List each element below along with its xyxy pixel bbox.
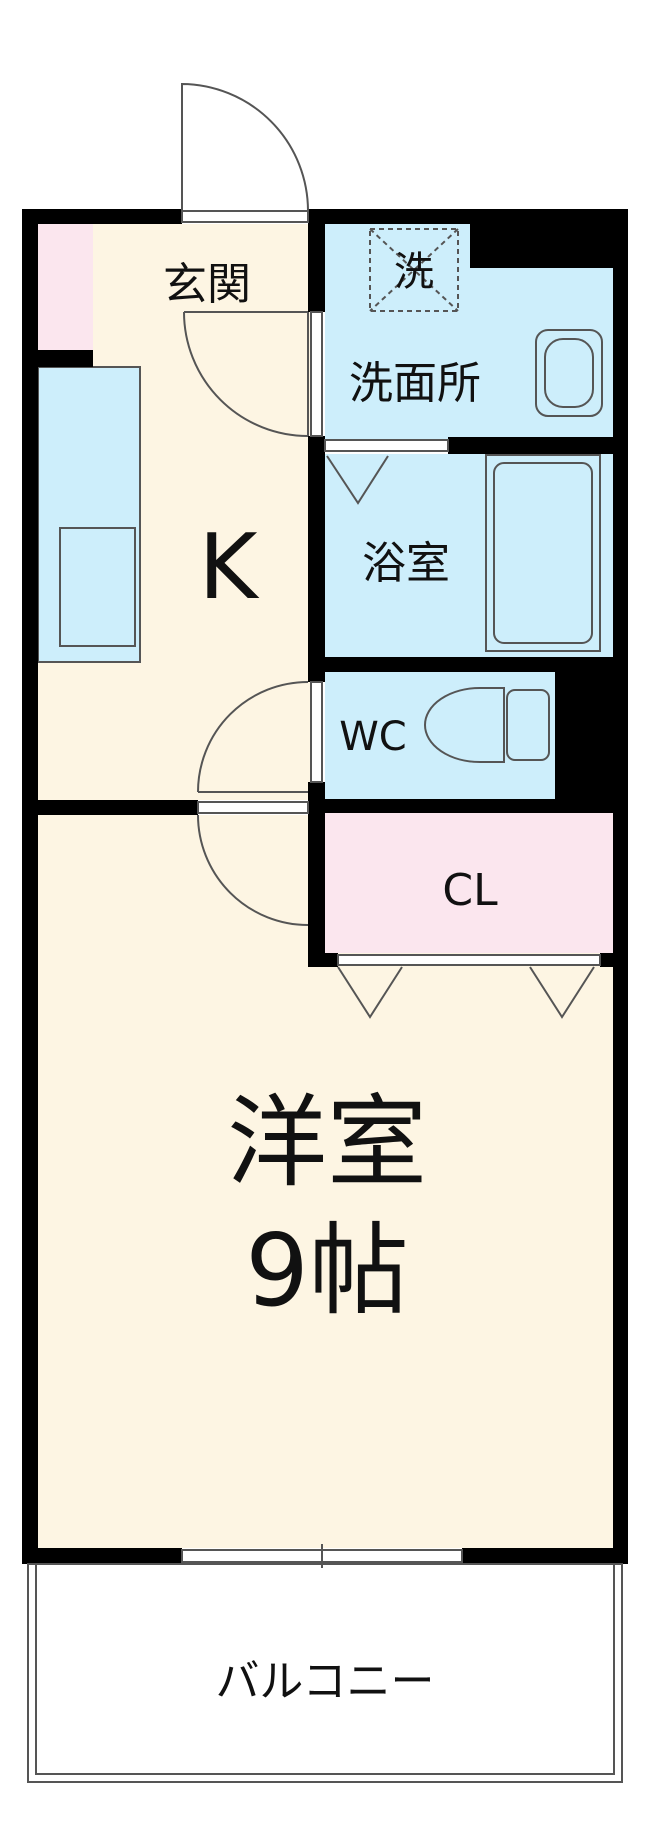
kitchen-counter-top (37, 366, 141, 663)
wc-floor (325, 672, 555, 799)
balcony-label: バルコニー (215, 1656, 434, 1707)
kitchen-counter (37, 366, 141, 663)
front-door-frame (181, 210, 309, 223)
wall-bottom-right (462, 1548, 628, 1564)
western-room-size: 9帖 (245, 1212, 409, 1329)
wc-label: WC (339, 714, 406, 760)
closet-door-mark-left (337, 966, 403, 1019)
washer-label: 洗 (394, 249, 434, 295)
wall-center-upper (308, 224, 325, 312)
wall-right (613, 209, 628, 1564)
genkan-label: 玄関 (163, 259, 251, 310)
room-door-frame (197, 801, 309, 814)
wall-center-mid (308, 436, 325, 682)
doors (181, 82, 601, 1568)
kitchen-sink (59, 527, 136, 647)
wall-cabinet-sep (38, 350, 93, 367)
wall-kitchen-room (38, 800, 198, 815)
toilet-bowl (424, 687, 505, 763)
wall-bath-wc (325, 657, 613, 672)
washroom-door-frame (310, 311, 323, 437)
labels: 玄関 洗 洗面所 K 浴室 WC CL 洋室 9帖 バルコニー (163, 249, 498, 1707)
western-room-label: 洋室 (227, 1084, 427, 1201)
kitchen-label: K (198, 515, 259, 620)
wash-basin-bowl (544, 338, 594, 408)
closet-label: CL (442, 865, 498, 916)
wall-left (22, 209, 38, 1564)
wc-door-swing (197, 681, 309, 793)
wall-top-left (22, 209, 182, 224)
fixtures (27, 228, 623, 1783)
bathtub-inner (493, 462, 593, 644)
bath-floor (325, 454, 613, 657)
closet-door-frame (337, 954, 601, 966)
washroom-label: 洗面所 (349, 358, 481, 409)
bathtub (485, 454, 601, 652)
washer-diag-2 (369, 228, 459, 312)
toilet-tank (506, 689, 550, 761)
washer-spot (369, 228, 459, 312)
wall-wash-bath (448, 437, 613, 454)
washer-diag-1 (369, 228, 459, 312)
wall-top-right (308, 209, 628, 224)
room-door-swing (197, 814, 309, 926)
walls (22, 209, 628, 1564)
wall-bottom-left (22, 1548, 182, 1564)
bath-door-frame (324, 439, 449, 452)
closet-floor (325, 813, 613, 953)
wash-basin (535, 329, 603, 417)
wall-wc-closet (325, 799, 613, 813)
washroom-door-swing (183, 311, 309, 437)
wall-pillar-washroom (470, 224, 613, 268)
wall-closet-bottom (308, 953, 338, 967)
room-fills (38, 224, 613, 1548)
balcony-outline-inner (35, 1563, 615, 1775)
wc-door-frame (310, 681, 323, 783)
wall-pillar-wc (555, 672, 613, 799)
closet-door-mark-right (529, 966, 595, 1019)
bath-door-mark (326, 455, 389, 505)
bath-label: 浴室 (362, 538, 450, 589)
wall-closet-bottom-right (600, 953, 613, 967)
wall-center-lower (308, 782, 325, 967)
shoe-cabinet (38, 224, 93, 350)
front-door-swing (181, 82, 309, 212)
